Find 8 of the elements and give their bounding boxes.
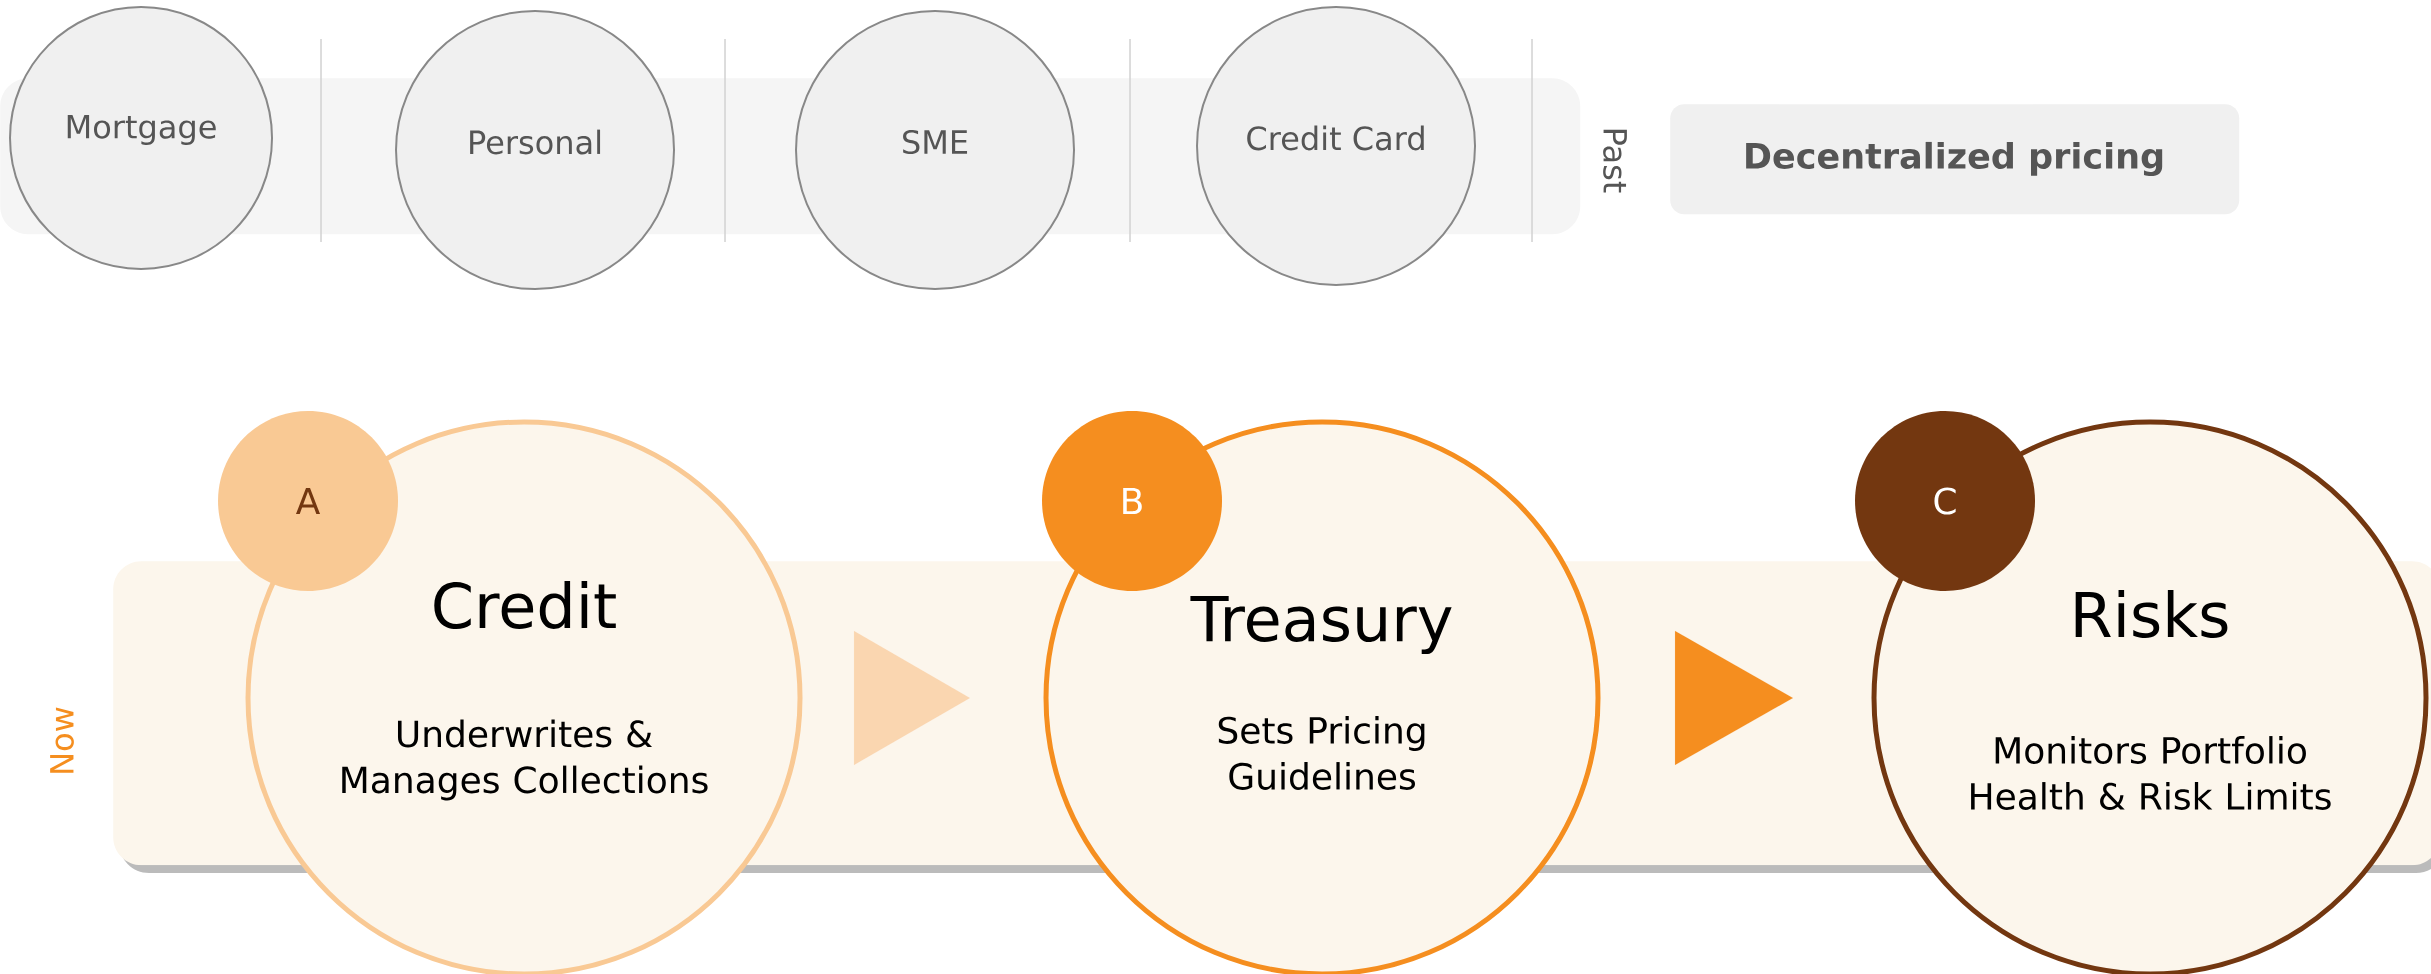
letter-badge: A xyxy=(218,411,398,591)
triangle-arrow xyxy=(1674,631,1793,765)
pricing-box: Decentralized pricing xyxy=(1670,104,2240,215)
period-label: Past xyxy=(1603,129,1627,193)
triangle-arrow xyxy=(853,631,970,765)
letter-badge: B xyxy=(1042,411,1222,591)
letter-badge: C xyxy=(1855,411,2035,591)
period-label: Now xyxy=(50,707,74,773)
